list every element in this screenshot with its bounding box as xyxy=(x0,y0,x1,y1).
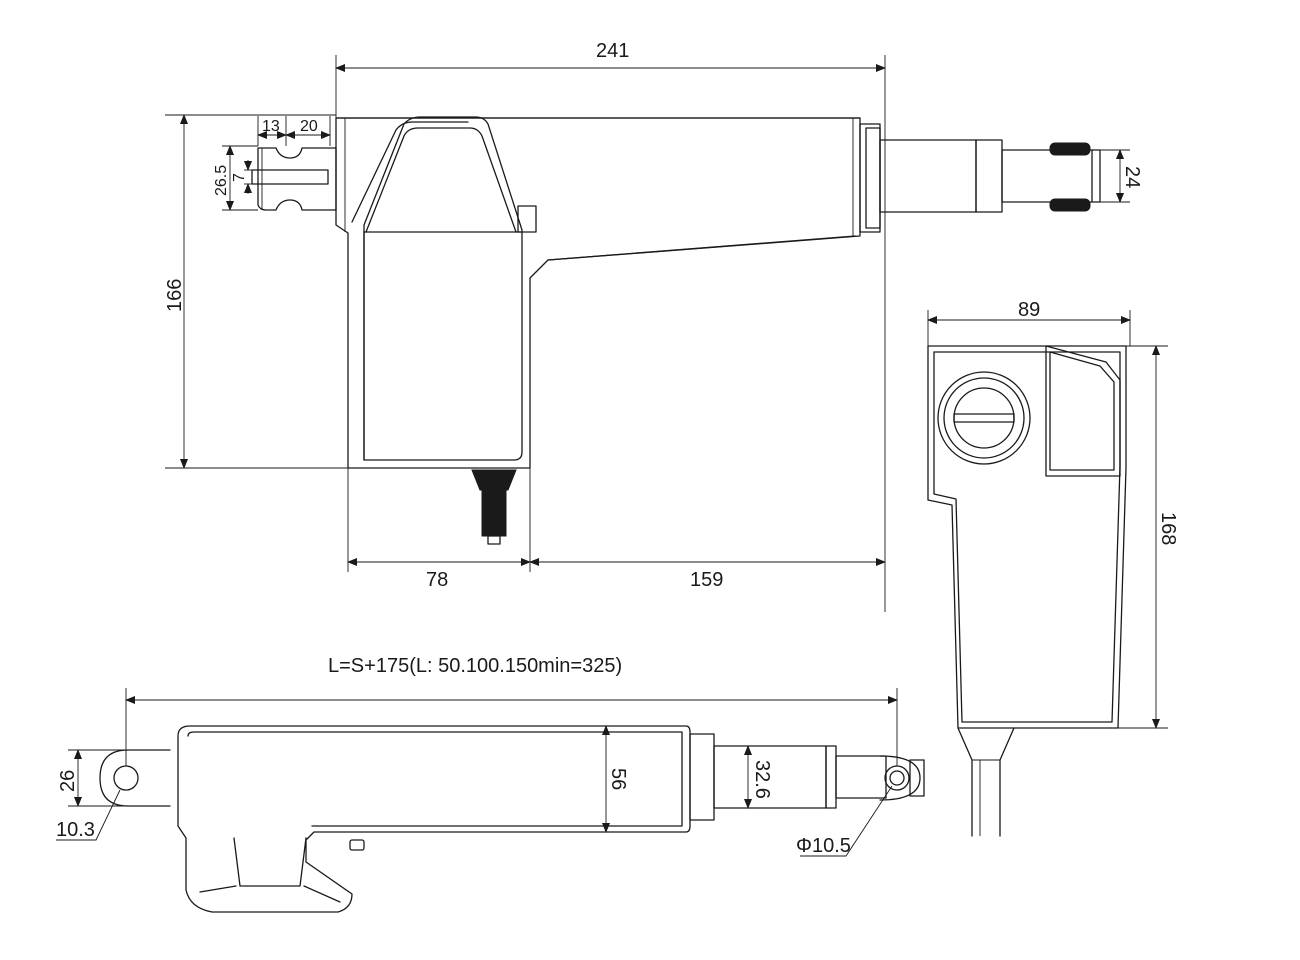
label-89: 89 xyxy=(1018,299,1040,321)
dim-bottom: 78 159 xyxy=(347,468,886,591)
top-view: L=S+175(L: 50.100.150min=325) 26 10.3 xyxy=(56,655,925,913)
cable-connector xyxy=(471,469,517,545)
label-32-6: 32.6 xyxy=(751,760,773,799)
label-78: 78 xyxy=(426,569,448,591)
dim-overall-length: 241 xyxy=(335,40,886,612)
dim-clevis: 13 20 26.5 7 xyxy=(213,116,331,211)
dim-body-height: 166 xyxy=(164,114,348,469)
label-159: 159 xyxy=(690,569,723,591)
dim-rod-end: 24 xyxy=(1092,149,1143,203)
label-26: 26 xyxy=(57,770,79,792)
stroke-formula: L=S+175(L: 50.100.150min=325) xyxy=(328,655,622,677)
label-56: 56 xyxy=(607,768,629,790)
end-view: 89 168 xyxy=(927,299,1179,837)
side-view: 241 166 13 20 26.5 7 xyxy=(164,40,1143,612)
label-7: 7 xyxy=(231,173,248,182)
main-housing xyxy=(335,117,861,469)
motor-cover xyxy=(351,116,537,461)
label-26-5: 26.5 xyxy=(213,165,230,196)
piston-rod xyxy=(879,139,1101,213)
label-241: 241 xyxy=(596,40,629,62)
label-13: 13 xyxy=(262,118,280,135)
label-20: 20 xyxy=(300,118,318,135)
label-166: 166 xyxy=(164,279,186,312)
label-24: 24 xyxy=(1121,166,1143,188)
label-phi-10-5: Φ10.5 xyxy=(796,835,851,857)
label-168: 168 xyxy=(1157,512,1179,545)
rear-clevis xyxy=(251,147,337,211)
label-10-3: 10.3 xyxy=(56,819,95,841)
